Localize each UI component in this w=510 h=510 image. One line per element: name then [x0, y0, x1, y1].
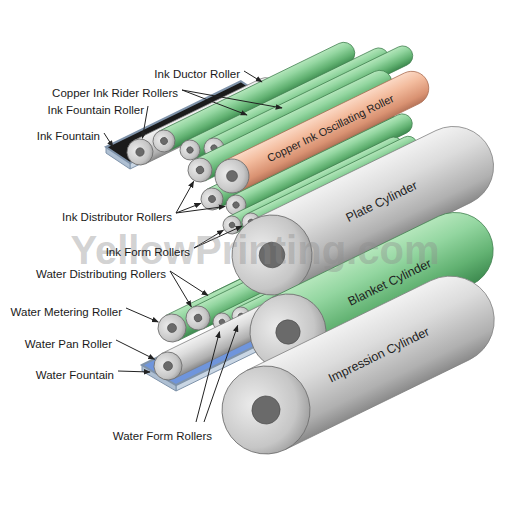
roller-hub: [232, 201, 241, 210]
label-holder: Ink Fountain Roller: [47, 100, 144, 118]
part-label: Ink Form Rollers: [106, 246, 190, 258]
part-label: Ink Fountain: [37, 130, 100, 142]
part-label: Ink Distributor Rollers: [62, 211, 172, 223]
roller-end-cap: [239, 210, 263, 234]
leader-line: [176, 206, 225, 213]
roller-hub: [186, 146, 195, 155]
roller-end-cap: [123, 135, 158, 170]
roller: [239, 133, 420, 234]
leader-line: [142, 106, 148, 138]
leader-line: [176, 181, 194, 213]
leader-line: [126, 308, 158, 322]
part-label: Ink Fountain Roller: [47, 104, 144, 116]
part-label: Water Fountain: [36, 369, 114, 381]
roller-hub: [195, 165, 205, 175]
roller-end-cap: [184, 154, 216, 186]
roller: [149, 290, 303, 384]
roller-hub: [162, 360, 174, 372]
label-holder: Copper Ink Rider Rollers: [52, 83, 178, 101]
roller-hub: [228, 221, 236, 229]
cylinder-label: Plate Cylinder: [344, 178, 420, 225]
part-label: Ink Ductor Roller: [154, 68, 240, 80]
roller-end-cap: [149, 126, 178, 155]
roller-hub: [193, 313, 203, 323]
leader-line: [170, 271, 208, 295]
cylinder-node: Blanket Cylinder: [271, 216, 471, 366]
cylinder: [219, 113, 508, 309]
label-holder: Water Form Rollers: [113, 426, 212, 444]
cylinder: [207, 261, 509, 469]
cylinder: [209, 66, 434, 199]
roller-end-cap: [182, 302, 214, 334]
roller-hub: [225, 169, 240, 184]
part-label: Water Form Rollers: [113, 430, 212, 442]
label-holder: Water Distributing Rollers: [36, 264, 166, 282]
roller-end-cap: [220, 213, 244, 237]
label-holder: Water Pan Roller: [25, 334, 112, 352]
label-holder: YellowPrinting.com: [0, 230, 510, 270]
part-label: Water Distributing Rollers: [36, 268, 166, 280]
part-label: Water Metering Roller: [11, 306, 122, 318]
label-holder: Ink Distributor Rollers: [62, 207, 172, 225]
cylinder: [237, 200, 506, 383]
leader-line: [194, 230, 223, 248]
label-holder: Water Fountain: [36, 365, 114, 383]
cylinder-node: Impression Cylinder: [247, 281, 470, 450]
roller-hub: [247, 218, 255, 226]
cylinder-shape: [247, 281, 470, 450]
roller-hub: [166, 322, 178, 334]
leader-line: [182, 90, 282, 108]
leader-line: [194, 226, 242, 248]
leader-line: [118, 371, 150, 372]
cylinder-shape: [254, 130, 471, 290]
label-holder: Ink Form Rollers: [106, 242, 190, 260]
cylinder-node: Plate Cylinder: [254, 130, 471, 290]
cylinder-shape: [271, 216, 471, 366]
roller-hub: [207, 194, 216, 203]
roller-hub: [255, 238, 289, 272]
cylinder-label: Copper Ink Oscillating Roller: [265, 92, 396, 164]
roller-hub: [247, 391, 285, 429]
leader-line: [104, 133, 113, 147]
label-holder: Water Metering Roller: [11, 302, 122, 320]
leader-line: [196, 332, 219, 422]
roller-body: [254, 113, 507, 291]
roller-end-cap: [153, 309, 190, 346]
cylinder-node: Copper Ink Oscillating Roller: [225, 73, 420, 191]
roller-end-cap: [219, 202, 326, 309]
roller-hub: [272, 316, 305, 349]
roller-body: [247, 261, 509, 449]
part-label: Copper Ink Rider Rollers: [52, 87, 178, 99]
leader-line: [170, 271, 191, 307]
leader-line: [182, 90, 247, 115]
label-holder: Ink Fountain: [37, 126, 100, 144]
roller-hub: [159, 136, 168, 145]
roller-body: [271, 200, 506, 367]
roller-end-cap: [209, 153, 254, 198]
cylinder-label: Impression Cylinder: [326, 324, 431, 385]
part-label: Water Pan Roller: [25, 338, 112, 350]
leader-line: [244, 71, 262, 82]
cylinder-label: Blanket Cylinder: [346, 256, 434, 308]
leader-line: [204, 325, 238, 422]
roller-body: [225, 66, 435, 192]
label-holder: Ink Ductor Roller: [154, 64, 240, 82]
roller-body: [162, 290, 304, 378]
watermark-text: YellowPrinting.com: [71, 228, 440, 272]
cylinder-shape: [225, 73, 420, 191]
roller-end-cap: [207, 351, 325, 469]
leader-line: [116, 340, 155, 359]
roller-end-cap: [149, 347, 186, 384]
roller-body: [247, 133, 420, 230]
roller-end-cap: [237, 281, 339, 383]
roller-hub: [134, 146, 145, 157]
